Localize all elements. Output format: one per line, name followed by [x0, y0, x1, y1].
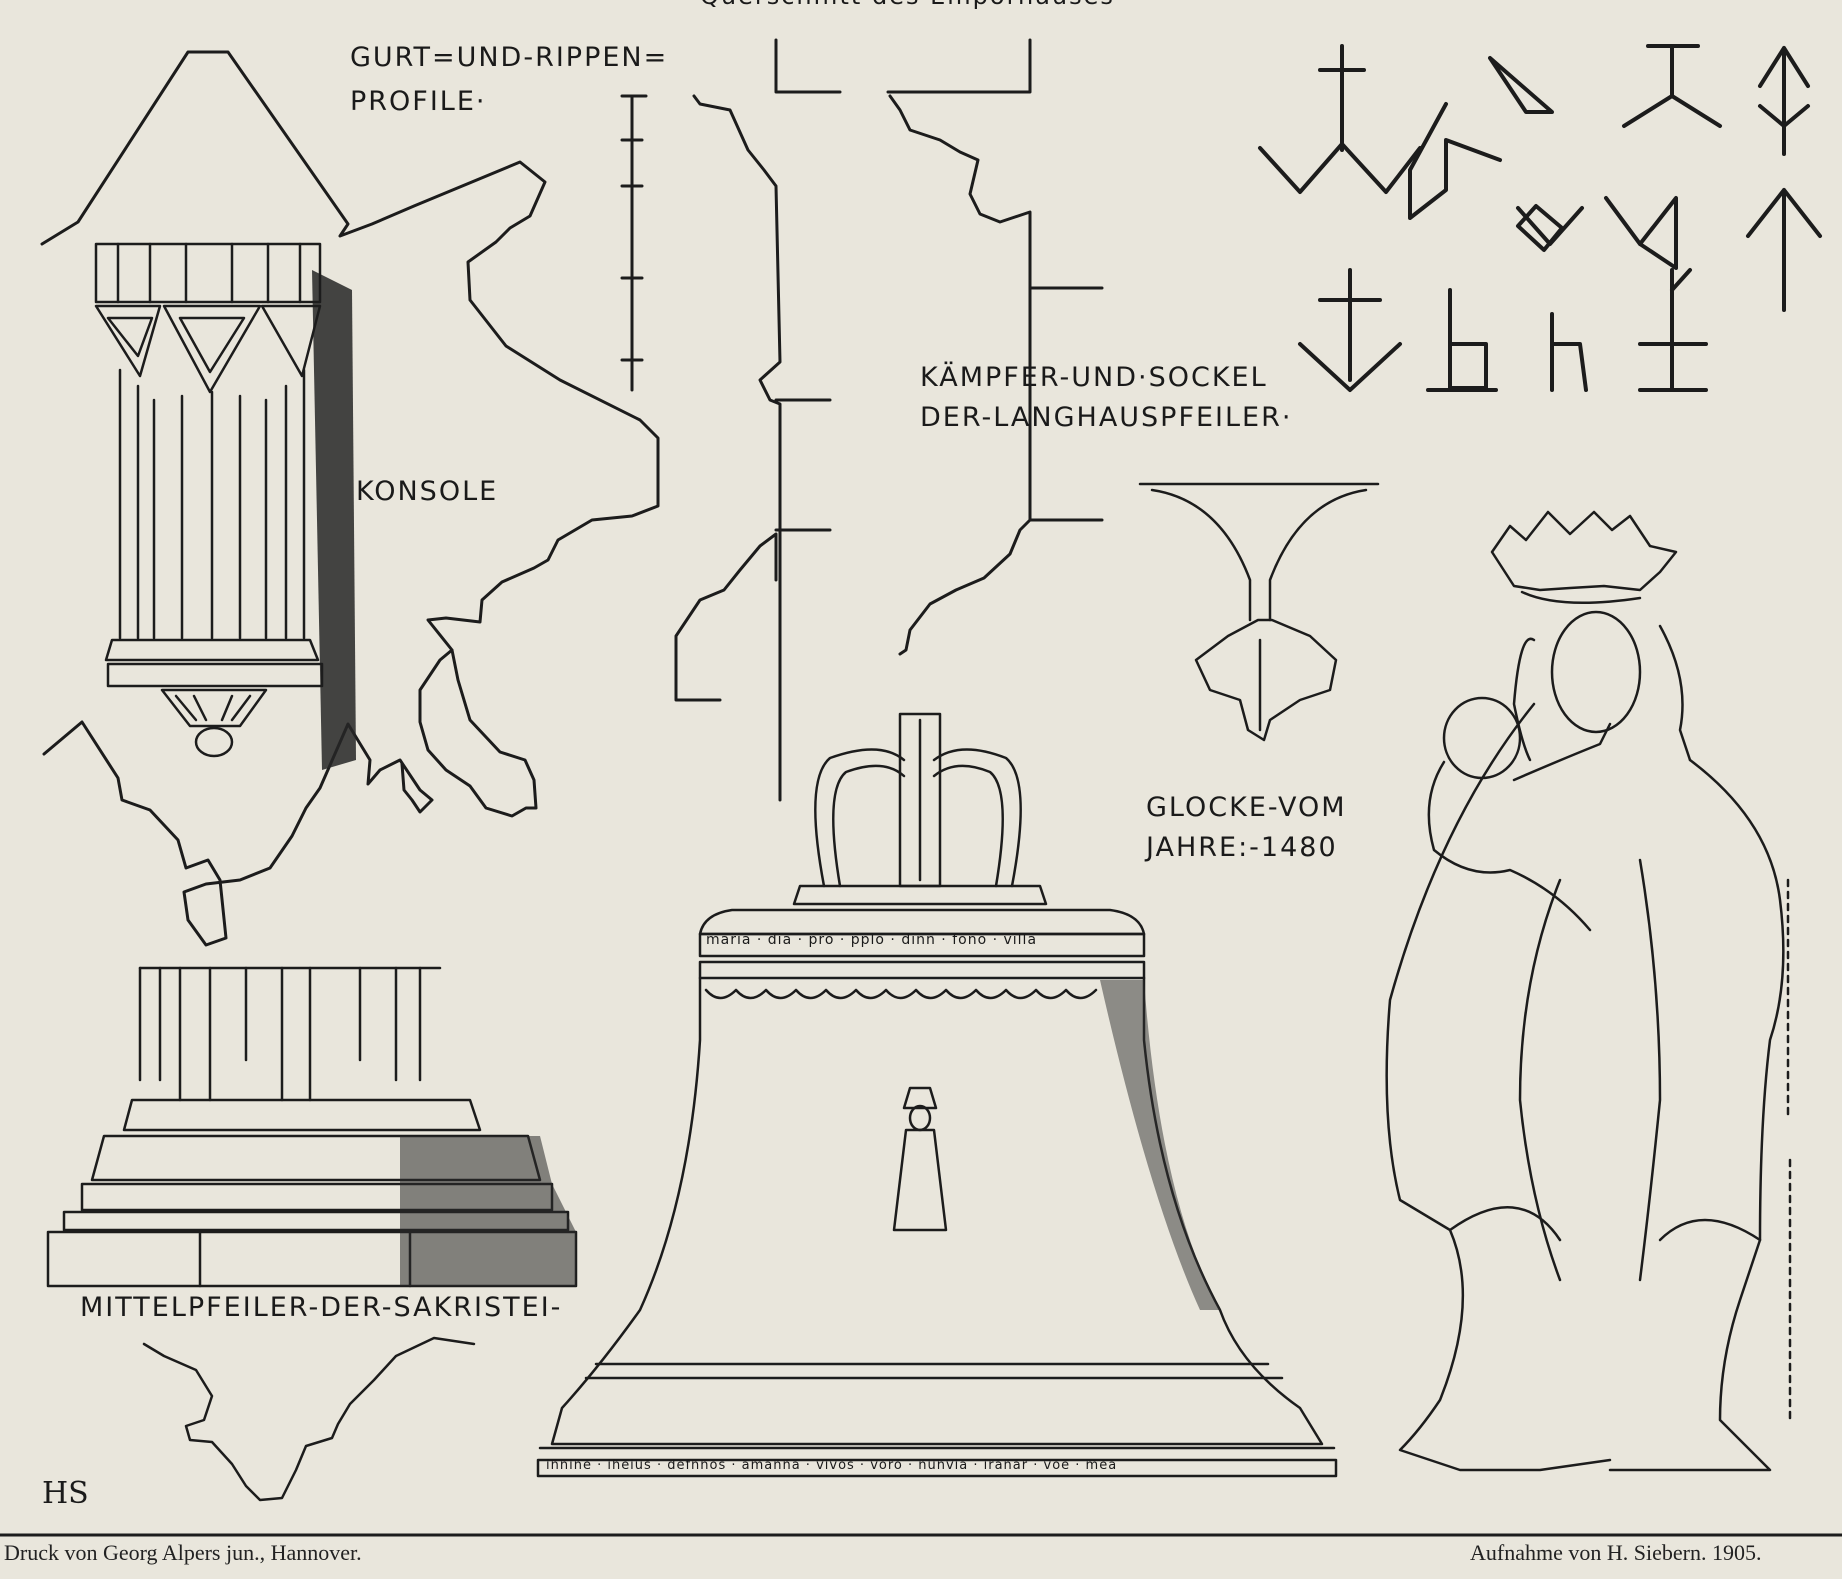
impost-base-profiles [620, 38, 1104, 802]
console-drawing [94, 242, 356, 770]
rib-profile-drawing [40, 50, 660, 947]
sacristy-pillar-drawing [46, 966, 578, 1502]
monogram: HS [42, 1476, 89, 1511]
bell-drawing [536, 712, 1338, 1478]
mason-marks [1258, 44, 1822, 392]
top-caption: Querschnitt des Emporhauses [700, 0, 1115, 14]
madonna-drawing [1385, 510, 1792, 1472]
vine-leaf-ornament [1138, 482, 1380, 742]
label-impost-line2: DER-LANGHAUSPFEILER· [920, 402, 1293, 433]
footer-printer: Druck von Georg Alpers jun., Hannover. [4, 1540, 362, 1565]
bell-inscription-top: maria · dia · pro · pplo · dinn · fono ·… [706, 932, 1038, 948]
label-rib-profiles-line1: GURT=UND-RIPPEN= [350, 42, 669, 73]
label-bell-line2: JAHRE:-1480 [1146, 832, 1338, 863]
label-sacristy-pillar: MITTELPFEILER-DER-SAKRISTEI- [80, 1292, 563, 1323]
label-bell-line1: GLOCKE-VOM [1146, 792, 1347, 823]
label-rib-profiles-line2: PROFILE· [350, 86, 487, 117]
label-impost-line1: KÄMPFER-UND·SOCKEL [920, 362, 1268, 393]
label-console: KONSOLE [356, 476, 499, 507]
footer-photographer: Aufnahme von H. Siebern. 1905. [1470, 1540, 1762, 1565]
bell-inscription-bottom: innine · iheius · defnnos · amanna · viv… [546, 1458, 1118, 1473]
